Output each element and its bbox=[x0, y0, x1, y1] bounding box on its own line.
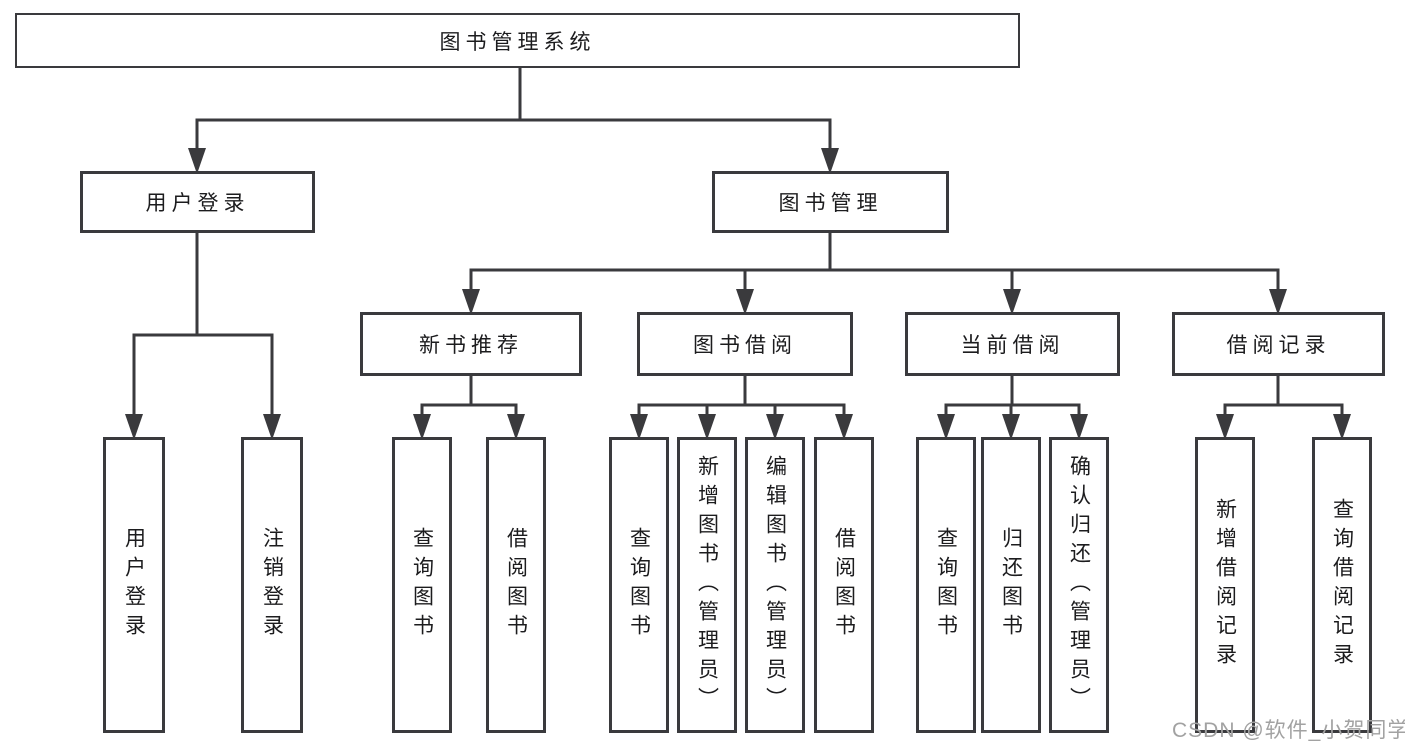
node-current-borrowing: 当前借阅 bbox=[905, 312, 1120, 376]
leaf-query-books-current: 查询图书 bbox=[916, 437, 976, 733]
leaf-borrow-books: 借阅图书 bbox=[814, 437, 874, 733]
leaf-add-borrow-record: 新增借阅记录 bbox=[1195, 437, 1255, 733]
node-user-login: 用户登录 bbox=[80, 171, 315, 233]
leaf-return-books: 归还图书 bbox=[981, 437, 1041, 733]
leaf-query-books-recommend: 查询图书 bbox=[392, 437, 452, 733]
node-borrowing-records: 借阅记录 bbox=[1172, 312, 1385, 376]
leaf-query-books-borrow: 查询图书 bbox=[609, 437, 669, 733]
node-book-borrowing: 图书借阅 bbox=[637, 312, 853, 376]
leaf-confirm-return-admin: 确认归还（管理员） bbox=[1049, 437, 1109, 733]
node-book-management: 图书管理 bbox=[712, 171, 949, 233]
leaf-add-books-admin: 新增图书（管理员） bbox=[677, 437, 737, 733]
node-new-book-recommendation: 新书推荐 bbox=[360, 312, 582, 376]
leaf-query-borrow-record: 查询借阅记录 bbox=[1312, 437, 1372, 733]
node-root-system: 图书管理系统 bbox=[15, 13, 1020, 68]
leaf-user-login: 用户登录 bbox=[103, 437, 165, 733]
leaf-logout: 注销登录 bbox=[241, 437, 303, 733]
watermark: CSDN @软件_小贺同学 bbox=[1172, 719, 1405, 742]
leaf-edit-books-admin: 编辑图书（管理员） bbox=[745, 437, 805, 733]
leaf-borrow-books-recommend: 借阅图书 bbox=[486, 437, 546, 733]
